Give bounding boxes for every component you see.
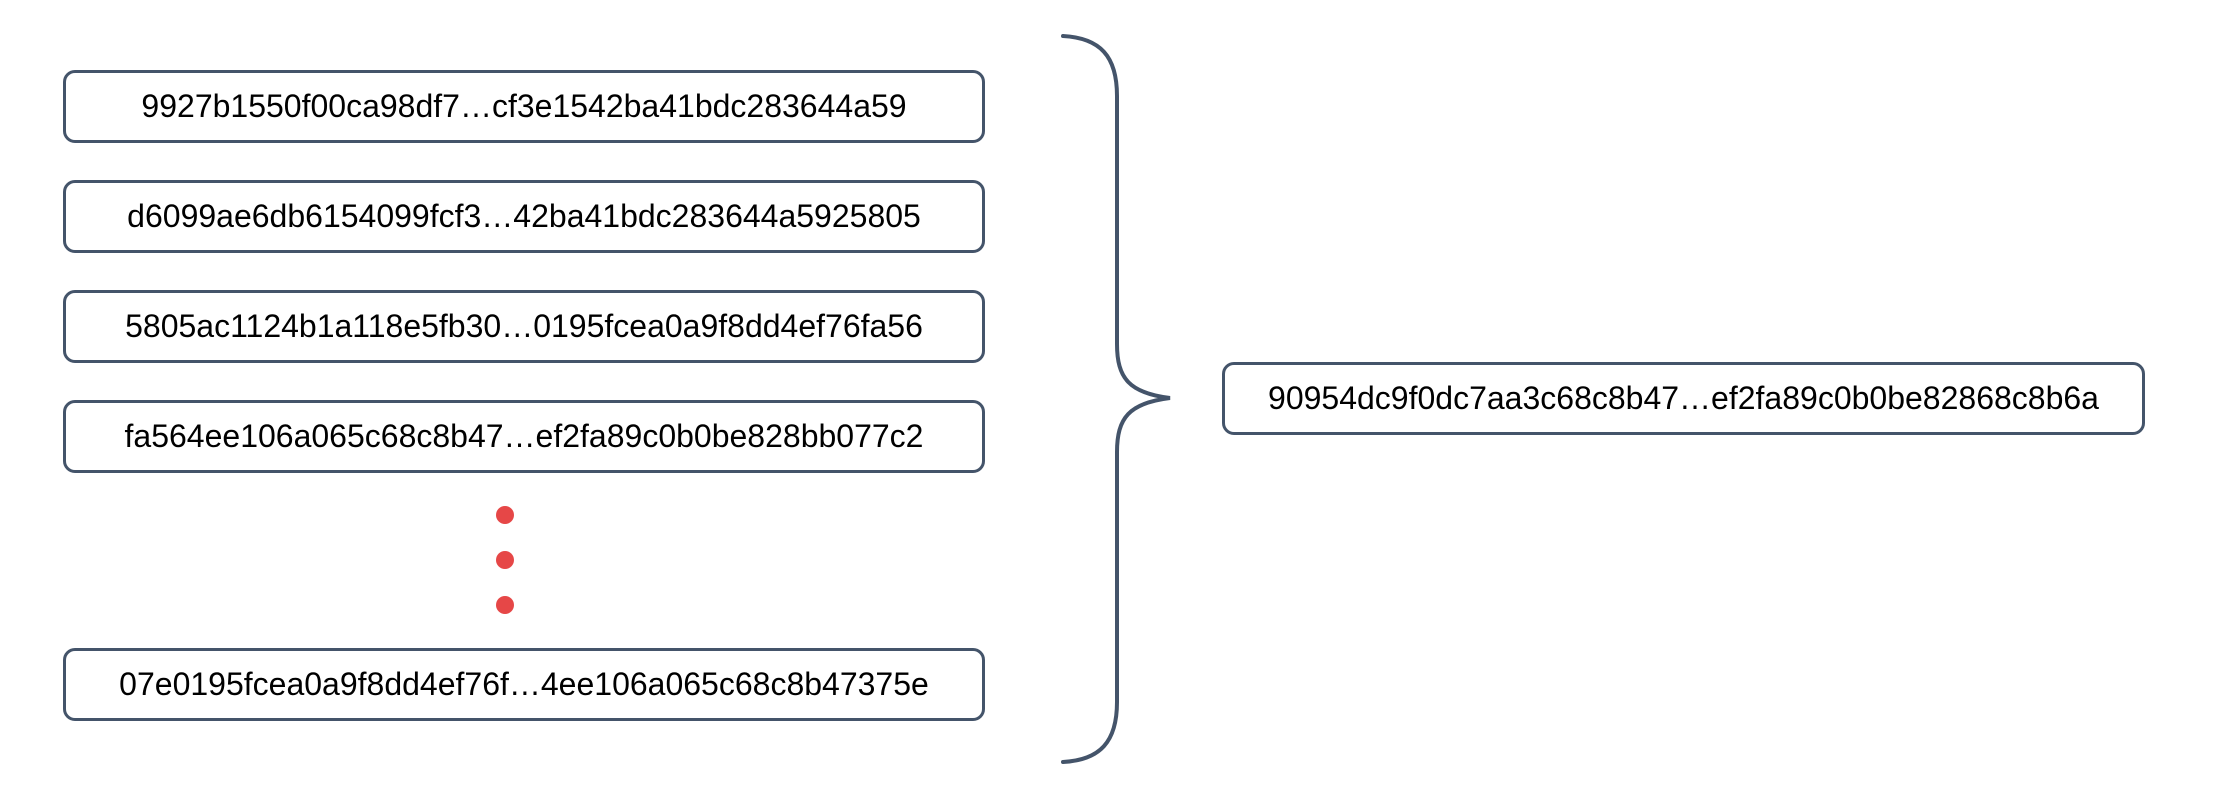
hash-box: fa564ee106a065c68c8b47…ef2fa89c0b0be828b… (63, 400, 985, 473)
ellipsis-dot (496, 551, 514, 569)
hash-text: d6099ae6db6154099fcf3…42ba41bdc283644a59… (127, 198, 921, 234)
hash-text: 9927b1550f00ca98df7…cf3e1542ba41bdc28364… (141, 88, 907, 124)
result-hash-box: 90954dc9f0dc7aa3c68c8b47…ef2fa89c0b0be82… (1222, 362, 2145, 435)
ellipsis-dot (496, 596, 514, 614)
hash-text: fa564ee106a065c68c8b47…ef2fa89c0b0be828b… (124, 418, 924, 454)
ellipsis-dot (496, 506, 514, 524)
result-hash-text: 90954dc9f0dc7aa3c68c8b47…ef2fa89c0b0be82… (1268, 380, 2099, 416)
hash-box: 07e0195fcea0a9f8dd4ef76f…4ee106a065c68c8… (63, 648, 985, 721)
vertical-ellipsis-icon (496, 506, 514, 614)
hash-text: 5805ac1124b1a118e5fb30…0195fcea0a9f8dd4e… (125, 308, 923, 344)
hash-box: 5805ac1124b1a118e5fb30…0195fcea0a9f8dd4e… (63, 290, 985, 363)
hash-box: d6099ae6db6154099fcf3…42ba41bdc283644a59… (63, 180, 985, 253)
hash-text: 07e0195fcea0a9f8dd4ef76f…4ee106a065c68c8… (119, 666, 929, 702)
hash-box: 9927b1550f00ca98df7…cf3e1542ba41bdc28364… (63, 70, 985, 143)
